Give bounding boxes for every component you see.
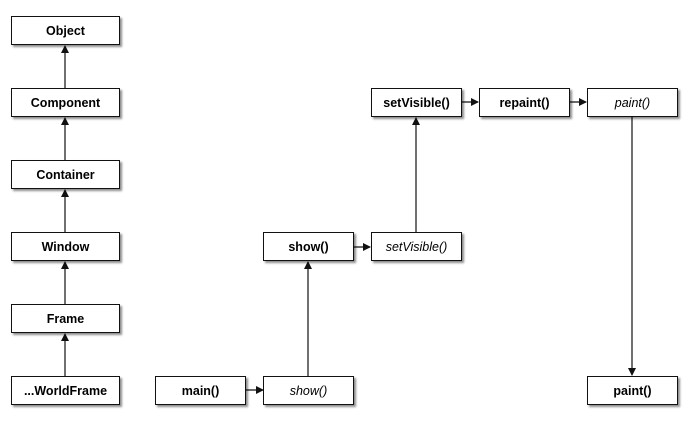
node-setvisible-italic: setVisible()	[371, 232, 462, 261]
node-main: main()	[155, 376, 246, 405]
node-repaint: repaint()	[479, 88, 570, 117]
node-window: Window	[11, 232, 120, 261]
node-object: Object	[11, 16, 120, 45]
node-show-italic: show()	[263, 376, 354, 405]
node-worldframe: ...WorldFrame	[11, 376, 120, 405]
node-paint-italic: paint()	[587, 88, 678, 117]
node-paint: paint()	[587, 376, 678, 405]
node-component: Component	[11, 88, 120, 117]
node-setvisible: setVisible()	[371, 88, 462, 117]
node-container: Container	[11, 160, 120, 189]
node-frame: Frame	[11, 304, 120, 333]
node-show: show()	[263, 232, 354, 261]
